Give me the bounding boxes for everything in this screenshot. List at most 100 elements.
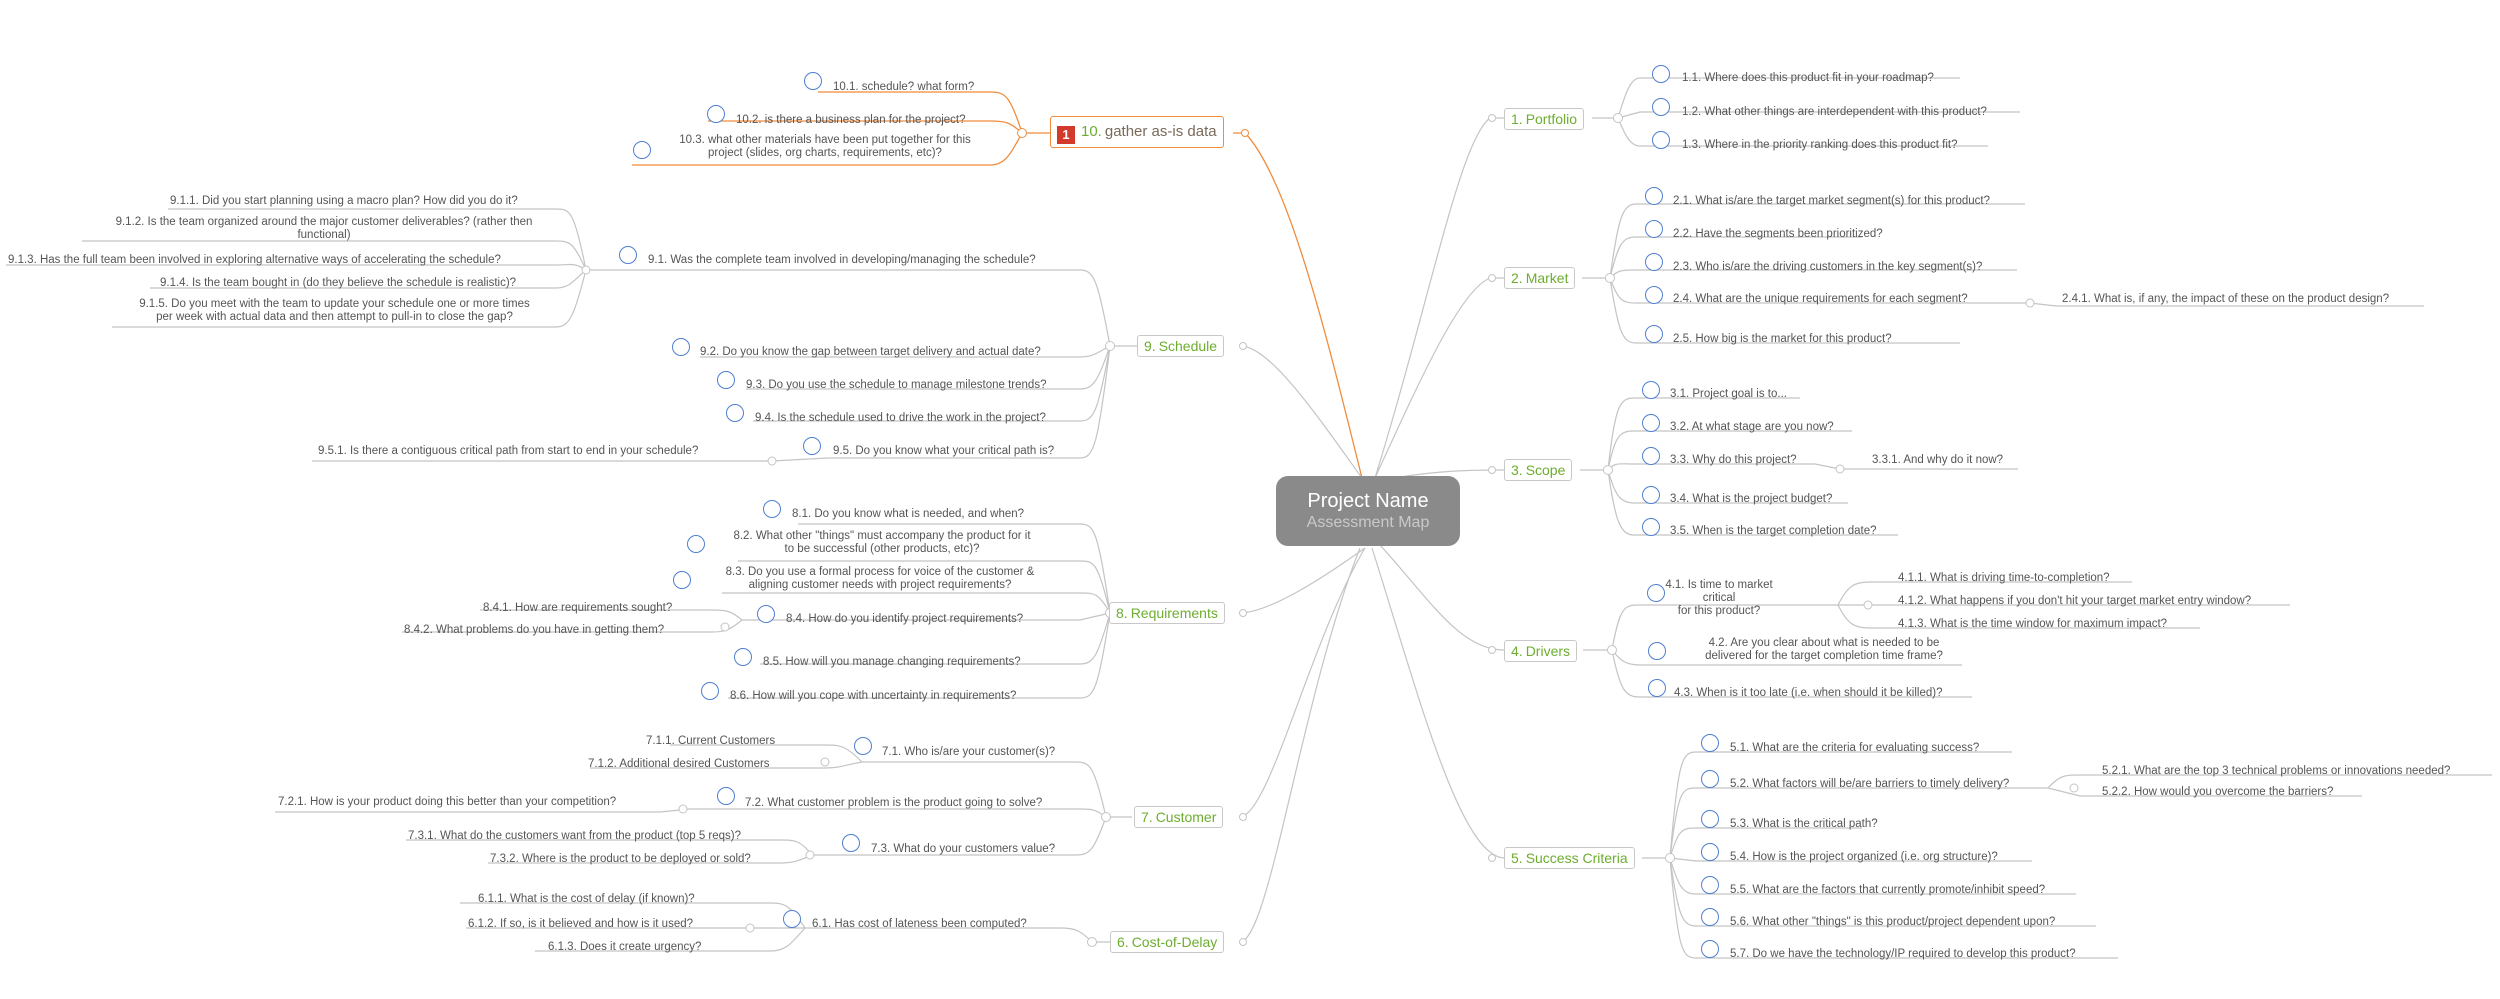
branch-scope[interactable]: 3.Scope: [1504, 459, 1573, 481]
task-circle-icon[interactable]: [783, 910, 801, 928]
topic-4-1-2[interactable]: 4.1.2. What happens if you don't hit you…: [1898, 595, 2252, 607]
topic-3-3-1[interactable]: 3.3.1. And why do it now?: [1872, 454, 2004, 466]
topic-2-1[interactable]: 2.1. What is/are the target market segme…: [1673, 195, 1991, 207]
topic-7-2-1[interactable]: 7.2.1. How is your product doing this be…: [278, 796, 617, 808]
task-circle-icon[interactable]: [701, 682, 719, 700]
topic-9-1-5[interactable]: 9.1.5. Do you meet with the team to upda…: [112, 298, 557, 324]
task-circle-icon[interactable]: [1642, 381, 1660, 399]
branch-drivers[interactable]: 4.Drivers: [1504, 640, 1578, 662]
task-circle-icon[interactable]: [804, 72, 822, 90]
task-circle-icon[interactable]: [1652, 131, 1670, 149]
topic-10-2[interactable]: 10.2. is there a business plan for the p…: [736, 114, 966, 126]
branch-success-criteria[interactable]: 5.Success Criteria: [1504, 847, 1635, 869]
task-circle-icon[interactable]: [717, 371, 735, 389]
task-circle-icon[interactable]: [1642, 414, 1660, 432]
task-circle-icon[interactable]: [1652, 98, 1670, 116]
topic-5-3[interactable]: 5.3. What is the critical path?: [1730, 818, 1878, 830]
topic-9-4[interactable]: 9.4. Is the schedule used to drive the w…: [755, 412, 1046, 424]
branch-requirements[interactable]: 8.Requirements: [1109, 602, 1225, 624]
topic-5-2-1[interactable]: 5.2.1. What are the top 3 technical prob…: [2102, 765, 2451, 777]
task-circle-icon[interactable]: [1648, 642, 1666, 660]
topic-4-2[interactable]: 4.2. Are you clear about what is needed …: [1664, 637, 1984, 663]
topic-8-3[interactable]: 8.3. Do you use a formal process for voi…: [700, 566, 1060, 592]
topic-9-2[interactable]: 9.2. Do you know the gap between target …: [700, 346, 1041, 358]
task-circle-icon[interactable]: [619, 246, 637, 264]
task-circle-icon[interactable]: [763, 500, 781, 518]
task-circle-icon[interactable]: [673, 571, 691, 589]
topic-3-5[interactable]: 3.5. When is the target completion date?: [1670, 525, 1877, 537]
topic-8-1[interactable]: 8.1. Do you know what is needed, and whe…: [792, 508, 1025, 520]
topic-9-1-3[interactable]: 9.1.3. Has the full team been involved i…: [8, 254, 501, 266]
task-circle-icon[interactable]: [672, 338, 690, 356]
topic-6-1[interactable]: 6.1. Has cost of lateness been computed?: [812, 918, 1027, 930]
topic-7-1-2[interactable]: 7.1.2. Additional desired Customers: [588, 758, 770, 770]
task-circle-icon[interactable]: [1642, 518, 1660, 536]
topic-8-4-2[interactable]: 8.4.2. What problems do you have in gett…: [404, 624, 665, 636]
topic-9-5[interactable]: 9.5. Do you know what your critical path…: [833, 445, 1055, 457]
topic-2-4-1[interactable]: 2.4.1. What is, if any, the impact of th…: [2062, 293, 2390, 305]
topic-7-1-1[interactable]: 7.1.1. Current Customers: [646, 735, 776, 747]
topic-10-1[interactable]: 10.1. schedule? what form?: [833, 81, 975, 93]
topic-5-7[interactable]: 5.7. Do we have the technology/IP requir…: [1730, 948, 2076, 960]
task-circle-icon[interactable]: [707, 105, 725, 123]
task-circle-icon[interactable]: [1642, 447, 1660, 465]
topic-9-1-2[interactable]: 9.1.2. Is the team organized around the …: [84, 216, 564, 242]
topic-6-1-1[interactable]: 6.1.1. What is the cost of delay (if kno…: [478, 893, 695, 905]
task-circle-icon[interactable]: [1648, 679, 1666, 697]
task-circle-icon[interactable]: [1701, 843, 1719, 861]
topic-4-1-3[interactable]: 4.1.3. What is the time window for maxim…: [1898, 618, 2168, 630]
task-circle-icon[interactable]: [842, 834, 860, 852]
topic-6-1-3[interactable]: 6.1.3. Does it create urgency?: [548, 941, 702, 953]
task-circle-icon[interactable]: [1652, 65, 1670, 83]
topic-3-1[interactable]: 3.1. Project goal is to...: [1670, 388, 1787, 400]
task-circle-icon[interactable]: [1701, 770, 1719, 788]
branch-portfolio[interactable]: 1.Portfolio: [1504, 108, 1585, 130]
task-circle-icon[interactable]: [854, 737, 872, 755]
task-circle-icon[interactable]: [803, 437, 821, 455]
task-circle-icon[interactable]: [1645, 220, 1663, 238]
task-circle-icon[interactable]: [1645, 253, 1663, 271]
topic-3-2[interactable]: 3.2. At what stage are you now?: [1670, 421, 1834, 433]
topic-9-1-1[interactable]: 9.1.1. Did you start planning using a ma…: [170, 195, 518, 207]
topic-4-3[interactable]: 4.3. When is it too late (i.e. when shou…: [1674, 687, 1943, 699]
topic-5-6[interactable]: 5.6. What other "things" is this product…: [1730, 916, 2056, 928]
task-circle-icon[interactable]: [1645, 286, 1663, 304]
topic-2-2[interactable]: 2.2. Have the segments been prioritized?: [1673, 228, 1883, 240]
task-circle-icon[interactable]: [1642, 486, 1660, 504]
topic-9-1-4[interactable]: 9.1.4. Is the team bought in (do they be…: [160, 277, 517, 289]
topic-7-3[interactable]: 7.3. What do your customers value?: [871, 843, 1056, 855]
topic-2-3[interactable]: 2.3. Who is/are the driving customers in…: [1673, 261, 1983, 273]
topic-8-4[interactable]: 8.4. How do you identify project require…: [786, 613, 1024, 625]
task-circle-icon[interactable]: [1701, 734, 1719, 752]
topic-8-6[interactable]: 8.6. How will you cope with uncertainty …: [730, 690, 1017, 702]
task-circle-icon[interactable]: [687, 535, 705, 553]
task-circle-icon[interactable]: [717, 787, 735, 805]
topic-8-4-1[interactable]: 8.4.1. How are requirements sought?: [483, 602, 673, 614]
task-circle-icon[interactable]: [734, 648, 752, 666]
branch-schedule[interactable]: 9.Schedule: [1137, 335, 1225, 357]
topic-5-5[interactable]: 5.5. What are the factors that currently…: [1730, 884, 2046, 896]
task-circle-icon[interactable]: [726, 404, 744, 422]
task-circle-icon[interactable]: [1645, 325, 1663, 343]
task-circle-icon[interactable]: [633, 141, 651, 159]
central-topic[interactable]: Project Name Assessment Map: [1276, 476, 1460, 546]
topic-5-2[interactable]: 5.2. What factors will be/are barriers t…: [1730, 778, 2010, 790]
topic-5-4[interactable]: 5.4. How is the project organized (i.e. …: [1730, 851, 1998, 863]
topic-3-4[interactable]: 3.4. What is the project budget?: [1670, 493, 1833, 505]
topic-8-5[interactable]: 8.5. How will you manage changing requir…: [763, 656, 1021, 668]
topic-1-3[interactable]: 1.3. Where in the priority ranking does …: [1682, 139, 1958, 151]
task-circle-icon[interactable]: [1701, 908, 1719, 926]
topic-1-2[interactable]: 1.2. What other things are interdependen…: [1682, 106, 1987, 118]
topic-8-2[interactable]: 8.2. What other "things" must accompany …: [712, 530, 1052, 556]
task-circle-icon[interactable]: [1645, 187, 1663, 205]
topic-5-1[interactable]: 5.1. What are the criteria for evaluatin…: [1730, 742, 1980, 754]
branch-customer[interactable]: 7.Customer: [1134, 806, 1224, 828]
task-circle-icon[interactable]: [1701, 810, 1719, 828]
topic-6-1-2[interactable]: 6.1.2. If so, is it believed and how is …: [468, 918, 694, 930]
topic-9-3[interactable]: 9.3. Do you use the schedule to manage m…: [746, 379, 1047, 391]
task-circle-icon[interactable]: [1647, 584, 1665, 602]
task-circle-icon[interactable]: [1701, 940, 1719, 958]
topic-9-5-1[interactable]: 9.5.1. Is there a contiguous critical pa…: [318, 445, 699, 457]
topic-4-1-1[interactable]: 4.1.1. What is driving time-to-completio…: [1898, 572, 2110, 584]
